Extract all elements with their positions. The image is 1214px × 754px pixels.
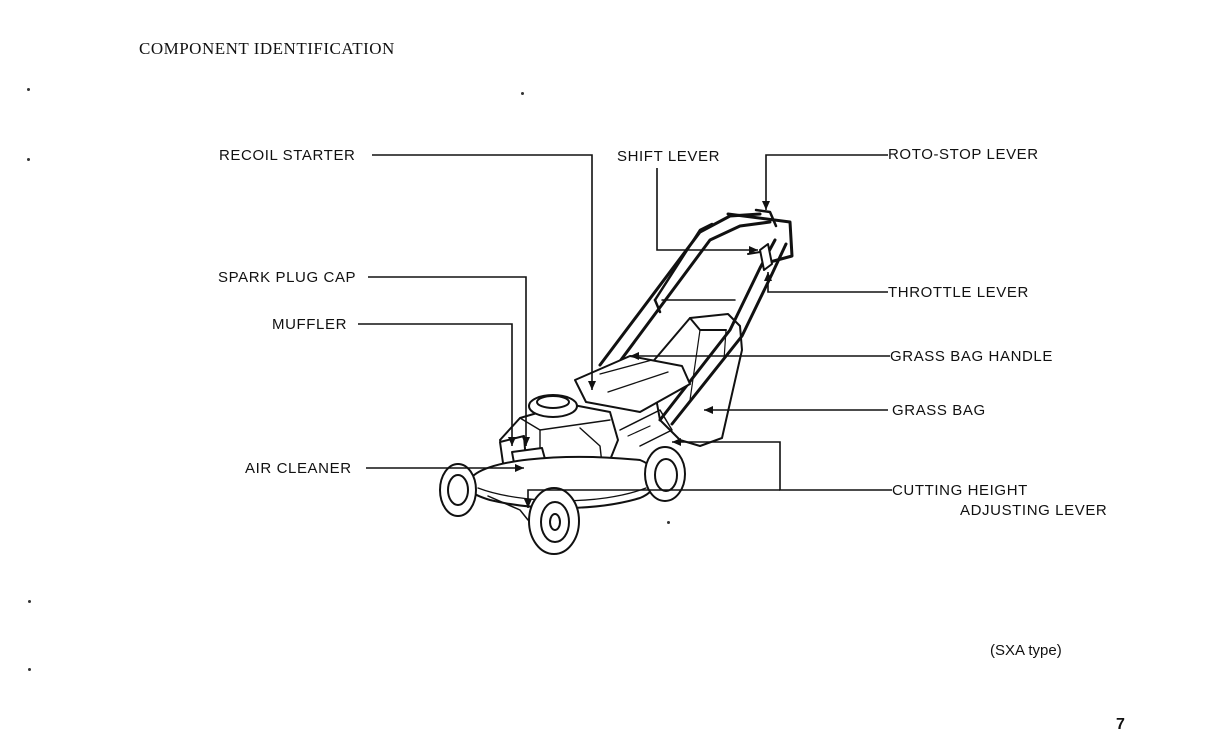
front-left-wheel <box>439 463 477 517</box>
leader-recoil-starter <box>372 154 596 390</box>
leader-spark-plug-cap <box>368 276 530 446</box>
leader-muffler <box>358 323 516 446</box>
leader-shift-lever <box>656 168 758 254</box>
front-right-wheel <box>528 487 580 555</box>
scan-speck <box>28 600 31 603</box>
rear-wheel <box>644 446 686 502</box>
page-title: COMPONENT IDENTIFICATION <box>139 39 395 58</box>
label-cutting-height-line2: ADJUSTING LEVER <box>960 502 1108 519</box>
scan-speck <box>28 668 31 671</box>
label-muffler: MUFFLER <box>272 316 348 333</box>
scan-speck <box>667 521 670 524</box>
leader-roto-stop-lever <box>762 154 888 210</box>
lawn-mower-illustration <box>439 208 794 555</box>
label-shift-lever: SHIFT LEVER <box>617 148 721 165</box>
label-grass-bag: GRASS BAG <box>892 402 986 419</box>
leader-throttle-lever <box>764 272 888 293</box>
scan-speck <box>27 88 30 91</box>
scan-speck <box>27 158 30 161</box>
leader-cutting-height <box>672 438 892 491</box>
label-air-cleaner: AIR CLEANER <box>245 460 352 477</box>
model-type-note: (SXA type) <box>990 642 1062 659</box>
page-number: 7 <box>1116 716 1125 733</box>
label-spark-plug-cap: SPARK PLUG CAP <box>218 269 357 286</box>
label-grass-bag-handle: GRASS BAG HANDLE <box>890 348 1053 365</box>
label-recoil-starter: RECOIL STARTER <box>219 147 356 164</box>
grass-bag-shape <box>649 313 743 447</box>
scan-speck <box>521 92 524 95</box>
label-cutting-height-line1: CUTTING HEIGHT <box>892 482 1028 499</box>
label-throttle-lever: THROTTLE LEVER <box>888 284 1029 301</box>
label-roto-stop-lever: ROTO-STOP LEVER <box>888 146 1039 163</box>
